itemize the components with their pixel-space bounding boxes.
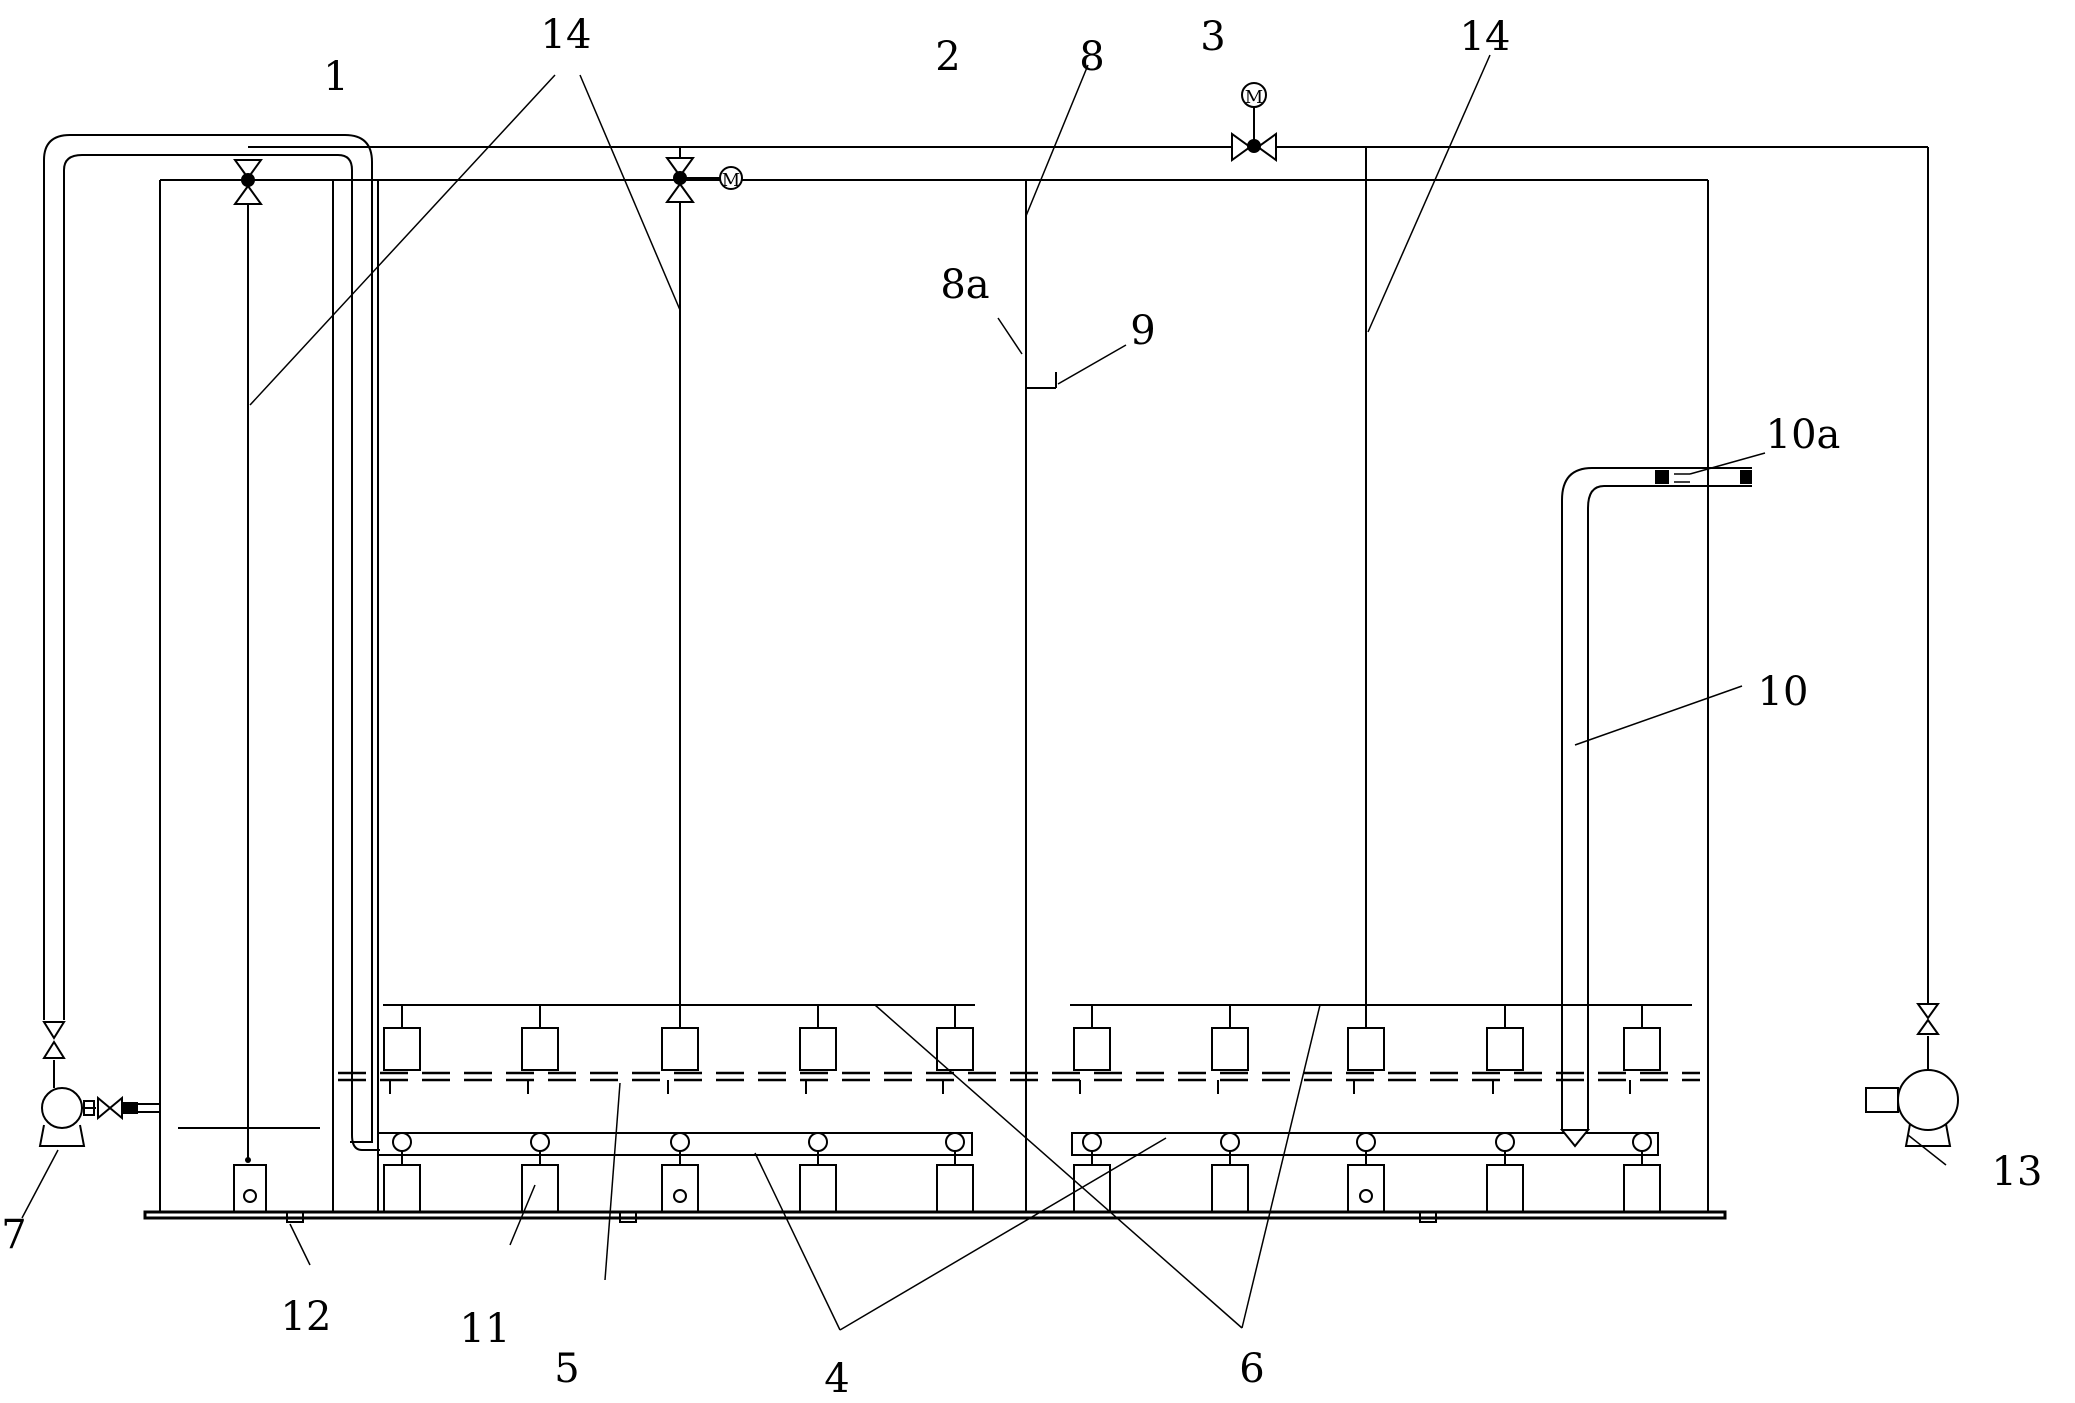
sensor-rods-14 — [245, 180, 1367, 1163]
partition-walls — [332, 180, 1027, 1212]
labels: 14 1 2 8 3 14 8a 9 10a 10 13 7 12 11 5 4… — [1, 12, 2042, 1402]
tank-body — [143, 179, 1727, 1220]
aeration-unit — [799, 1005, 837, 1213]
filter-layer-5 — [338, 1071, 1700, 1082]
motorized-valve-right: M — [1231, 82, 1277, 162]
label-10: 10 — [1758, 669, 1809, 715]
inlet-pipe-7 — [43, 134, 380, 1151]
label-2: 2 — [935, 34, 960, 80]
aeration-units-right — [619, 1005, 1661, 1223]
label-10a: 10a — [1766, 412, 1841, 458]
aeration-unit — [1211, 1005, 1249, 1213]
aeration-unit — [1623, 1005, 1661, 1213]
drain-nub — [619, 1211, 637, 1223]
aeration-unit — [1073, 1005, 1111, 1213]
aerator-frame-left — [383, 312, 975, 1006]
label-9: 9 — [1130, 308, 1155, 354]
pump-13 — [1865, 1003, 1959, 1147]
aeration-unit — [936, 1005, 974, 1213]
aeration-unit — [661, 1005, 699, 1213]
label-14-left: 14 — [541, 12, 592, 58]
bottom-pipe-left — [377, 1132, 973, 1156]
aeration-unit — [383, 1005, 421, 1213]
aeration-unit — [521, 1005, 559, 1213]
motor-symbol-1: M — [722, 170, 740, 191]
pump-7 — [38, 1021, 160, 1147]
aeration-unit — [1347, 1005, 1385, 1213]
label-14-right: 14 — [1460, 14, 1511, 60]
label-11: 11 — [460, 1306, 511, 1352]
label-12: 12 — [281, 1294, 332, 1340]
valve-top-left — [233, 159, 263, 205]
drain-nub — [1419, 1211, 1437, 1223]
label-8a: 8a — [940, 262, 989, 308]
outlet-pipe-10 — [1559, 467, 1752, 1148]
air-pipe — [248, 146, 1929, 1004]
motor-symbol-2: M — [1245, 87, 1263, 108]
label-7: 7 — [1, 1212, 26, 1258]
weir-9 — [1026, 372, 1057, 389]
label-4: 4 — [824, 1356, 849, 1402]
label-6: 6 — [1239, 1346, 1264, 1392]
label-13: 13 — [1992, 1149, 2043, 1195]
leader-lines — [21, 54, 1947, 1331]
label-3: 3 — [1200, 14, 1225, 60]
aeration-units-left — [383, 1005, 974, 1213]
motorized-valve-center: M — [665, 147, 743, 312]
label-5: 5 — [554, 1346, 579, 1392]
label-8: 8 — [1079, 34, 1104, 80]
chamber-1-details — [178, 1127, 320, 1223]
label-1: 1 — [323, 54, 348, 100]
aeration-unit — [1486, 1005, 1524, 1213]
